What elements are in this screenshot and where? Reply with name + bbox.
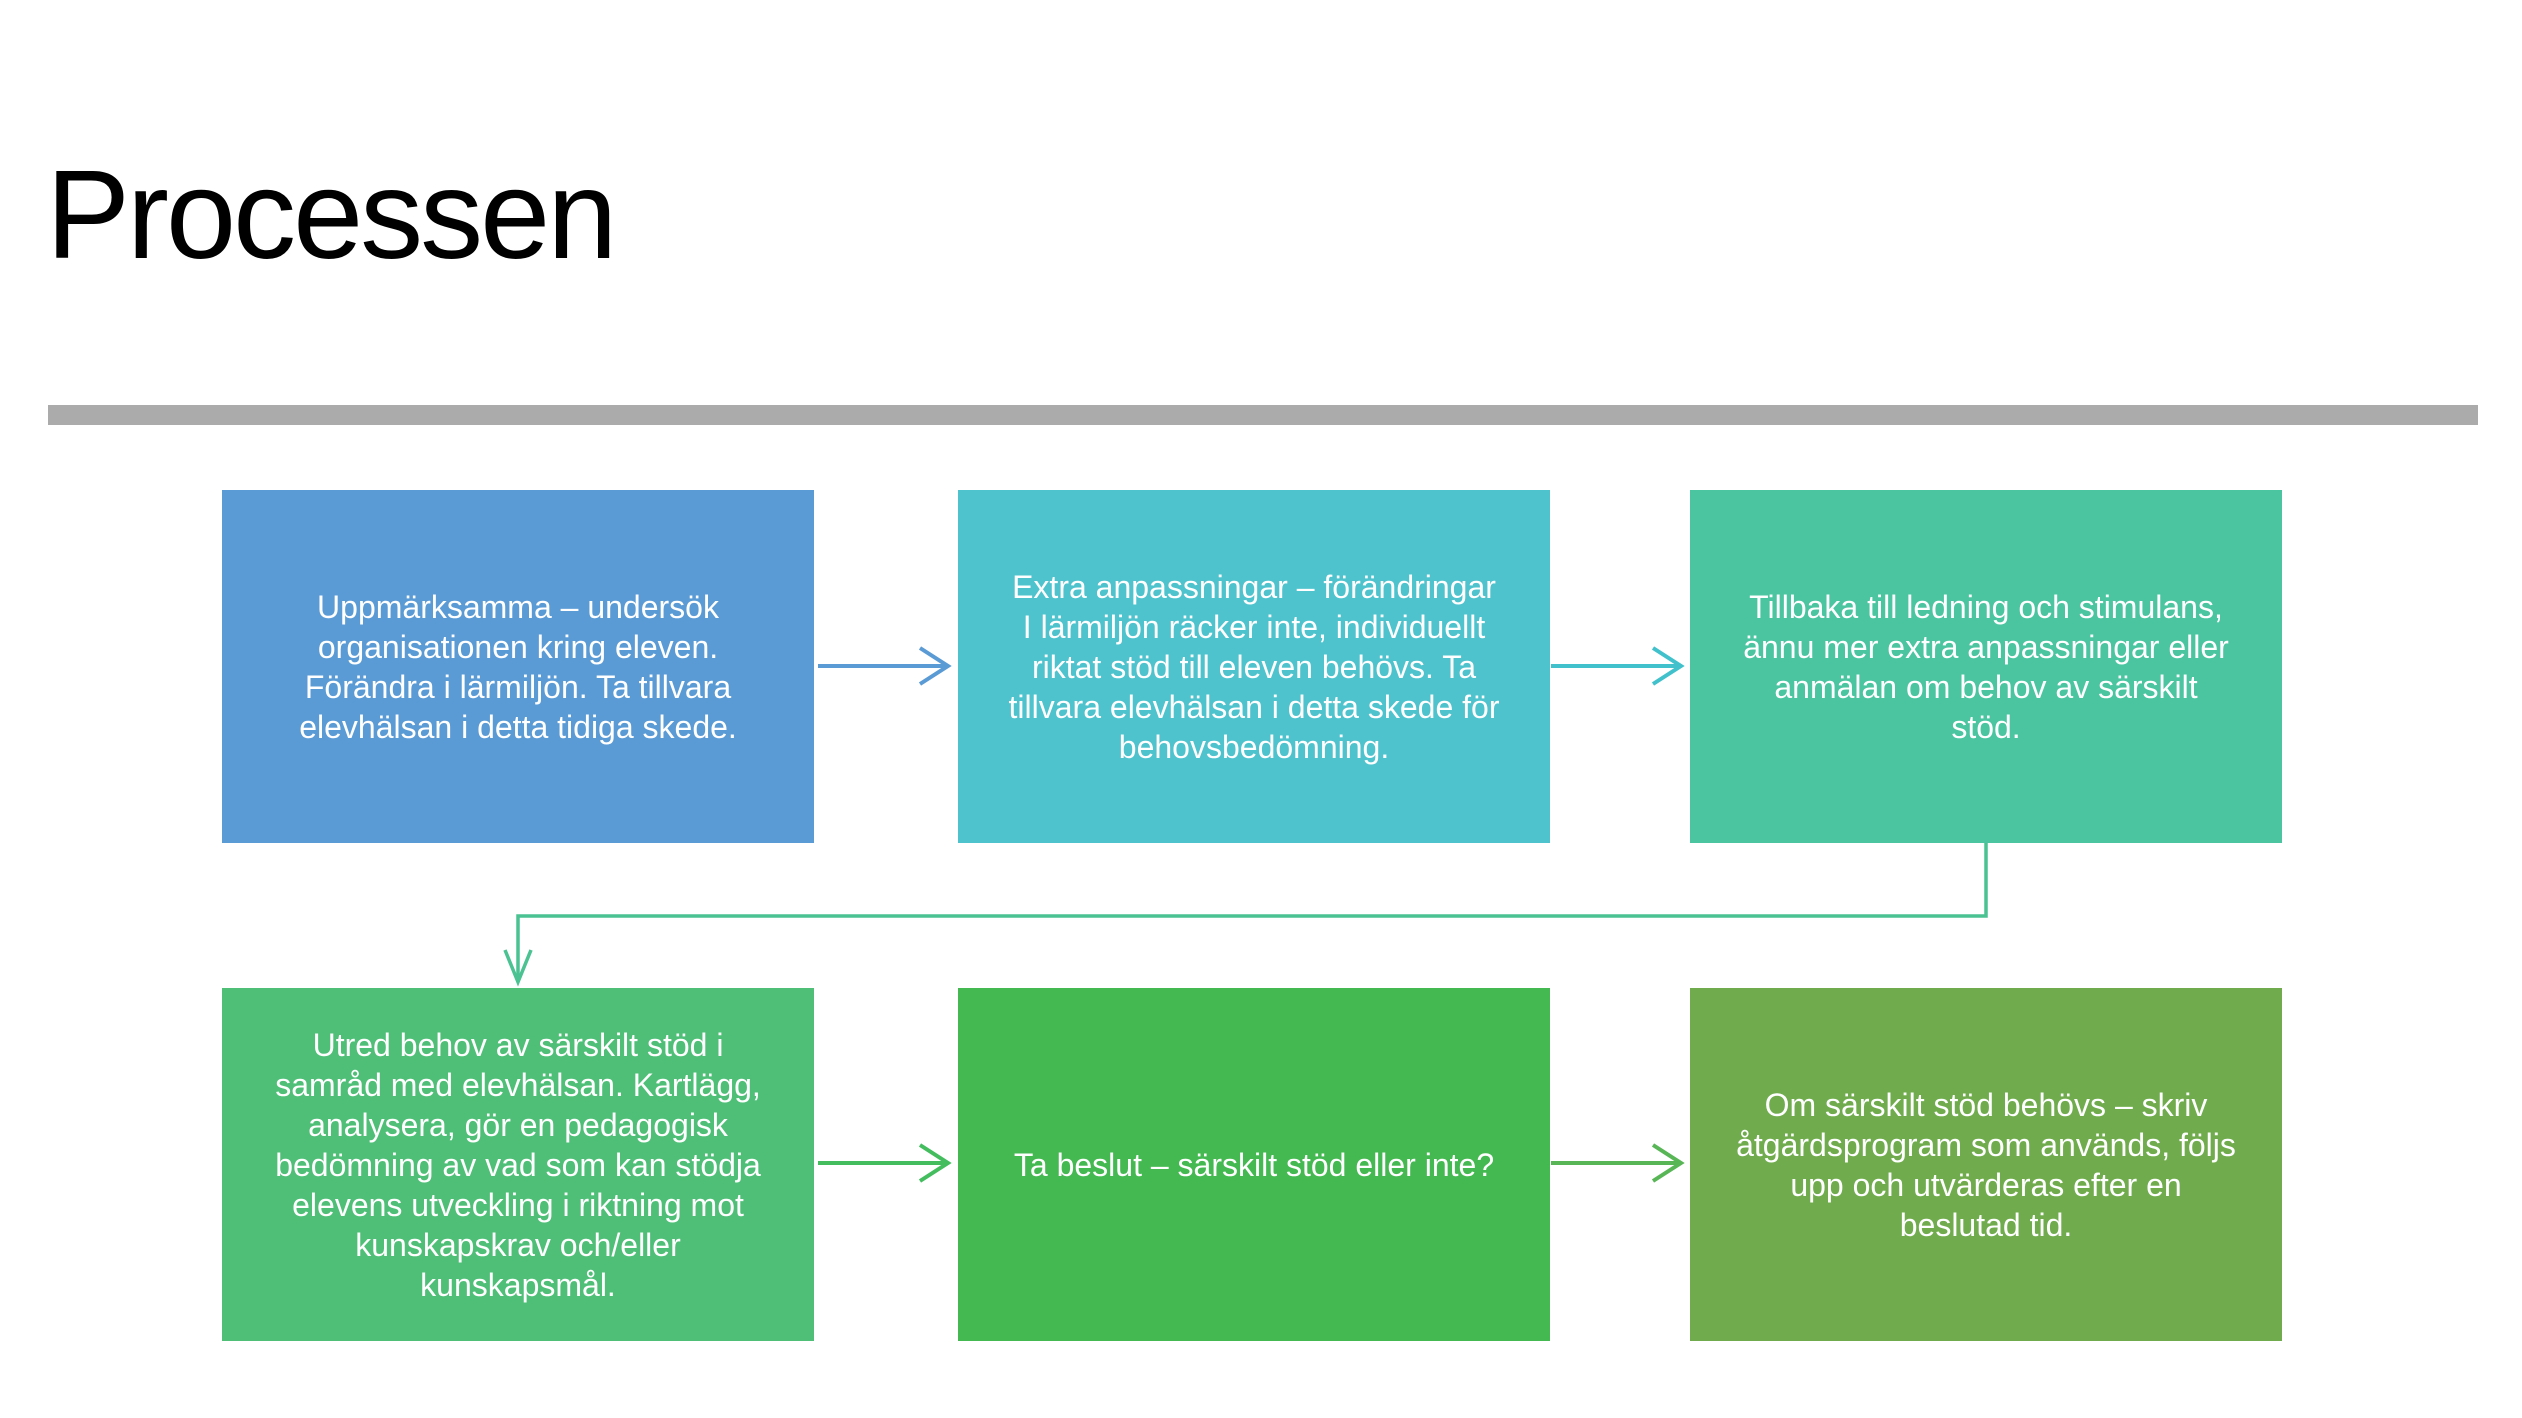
flow-box-step-1: Uppmärksamma – undersök organisationen k… [222, 490, 814, 843]
flow-box-step-6-text: Om särskilt stöd behövs – skriv åtgärdsp… [1736, 1086, 2236, 1243]
arrow-step2-to-step3-icon [1551, 646, 1685, 686]
slide-title: Processen [46, 144, 617, 285]
flow-box-step-5-text: Ta beslut – särskilt stöd eller inte? [1013, 1146, 1495, 1183]
flow-box-step-1-text: Uppmärksamma – undersök organisationen k… [299, 588, 737, 745]
flow-box-step-2: Extra anpassningar – förändringar I lärm… [958, 490, 1550, 843]
arrow-step3-to-step4-elbow-icon [503, 843, 1988, 987]
arrow-step1-to-step2-icon [818, 646, 952, 686]
flow-box-step-5: Ta beslut – särskilt stöd eller inte? [958, 988, 1550, 1341]
arrow-step4-to-step5-icon [818, 1143, 952, 1183]
title-divider-bar [48, 405, 2478, 425]
arrow-step5-to-step6-icon [1551, 1143, 1685, 1183]
flow-box-step-3-text: Tillbaka till ledning och stimulans, änn… [1743, 588, 2229, 745]
flow-box-step-3: Tillbaka till ledning och stimulans, änn… [1690, 490, 2282, 843]
flow-box-step-2-text: Extra anpassningar – förändringar I lärm… [1008, 568, 1500, 765]
flow-box-step-6: Om särskilt stöd behövs – skriv åtgärdsp… [1690, 988, 2282, 1341]
flow-box-step-4: Utred behov av särskilt stöd i samråd me… [222, 988, 814, 1341]
flow-box-step-4-text: Utred behov av särskilt stöd i samråd me… [275, 1026, 761, 1303]
